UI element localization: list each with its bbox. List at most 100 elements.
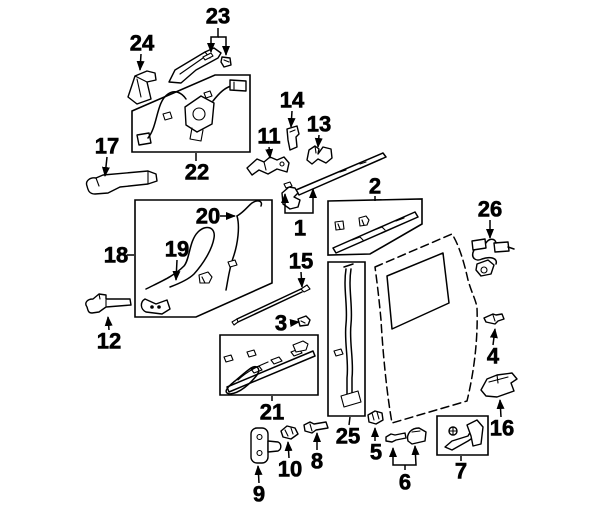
door-panel <box>374 233 478 424</box>
callout-7: 7 <box>455 456 467 484</box>
callout-label-1: 1 <box>294 216 306 241</box>
leader-line <box>496 399 505 418</box>
leader-line <box>101 156 110 177</box>
part-6-wedge <box>406 427 427 445</box>
part-26-harness <box>471 238 515 277</box>
callout-label-9: 9 <box>253 482 265 507</box>
callout-label-12: 12 <box>97 329 121 354</box>
callout-label-3: 3 <box>275 311 287 336</box>
callout-label-5: 5 <box>370 440 382 465</box>
box-18 <box>134 199 273 318</box>
callout-12: 12 <box>96 316 122 354</box>
callout-2: 2 <box>369 173 381 201</box>
callout-18: 18 <box>103 242 134 268</box>
callout-label-7: 7 <box>455 459 467 484</box>
leader-line <box>104 316 113 331</box>
leader-line <box>289 319 300 327</box>
box-22 <box>131 74 251 153</box>
callout-9: 9 <box>253 465 265 507</box>
leader-line <box>281 188 317 214</box>
callout-label-24: 24 <box>130 31 155 56</box>
callout-5: 5 <box>370 427 382 465</box>
part-23-clip <box>220 56 232 68</box>
part-11-roller-hinge <box>246 156 290 176</box>
part-21-rail-assembly <box>223 340 316 395</box>
part-25-channel <box>333 263 362 408</box>
part-9-striker <box>250 427 282 464</box>
leader-line <box>265 146 274 159</box>
callout-1: 1 <box>281 188 317 241</box>
callout-label-8: 8 <box>311 449 323 474</box>
callout-19: 19 <box>164 236 190 281</box>
leader-line <box>314 134 323 148</box>
callout-label-16: 16 <box>490 416 514 441</box>
callout-label-6: 6 <box>399 470 411 495</box>
part-8-bolt <box>303 421 329 434</box>
part-10-clip <box>280 425 299 440</box>
assembly-boxes <box>131 74 489 456</box>
leader-line <box>287 110 296 128</box>
box-25 <box>327 261 366 417</box>
box-2 <box>327 198 423 256</box>
part-6-bolt <box>385 432 407 443</box>
callout-label-21: 21 <box>260 400 284 425</box>
callout-22: 22 <box>184 153 210 185</box>
callout-17: 17 <box>94 133 120 177</box>
leader-line <box>218 36 230 56</box>
callout-label-14: 14 <box>280 88 305 113</box>
part-16-bracket <box>480 372 518 398</box>
callout-16: 16 <box>489 399 515 441</box>
callout-label-23: 23 <box>206 4 230 29</box>
callout-21: 21 <box>259 396 285 425</box>
leader-line <box>207 28 219 53</box>
callout-label-2: 2 <box>369 174 381 199</box>
door-window <box>386 252 450 330</box>
part-upper-rail <box>295 152 387 196</box>
box-7 <box>436 415 489 456</box>
callout-label-18: 18 <box>104 243 128 268</box>
leader-line <box>389 445 420 466</box>
callout-24: 24 <box>129 30 155 71</box>
callout-11: 11 <box>257 123 281 159</box>
part-2-rail-assembly <box>332 211 419 254</box>
part-7-door-checker <box>444 419 484 451</box>
leader-line <box>172 259 181 281</box>
callout-20: 20 <box>195 203 236 229</box>
leader-line <box>489 328 498 346</box>
callout-label-10: 10 <box>278 457 302 482</box>
leader-line <box>136 53 145 71</box>
callout-26: 26 <box>477 196 503 239</box>
part-4-bolt <box>483 313 505 325</box>
callout-label-20: 20 <box>196 204 220 229</box>
callout-label-17: 17 <box>95 134 119 159</box>
part-3-clip <box>297 315 311 327</box>
callout-15: 15 <box>288 248 314 288</box>
parts-layer <box>85 47 518 464</box>
leader-line <box>284 441 293 459</box>
leader-line <box>348 416 351 426</box>
box-21 <box>219 334 319 396</box>
callout-label-25: 25 <box>336 424 360 449</box>
part-5-clip <box>367 410 384 425</box>
callout-14: 14 <box>279 87 305 128</box>
callout-23: 23 <box>205 3 231 56</box>
callout-label-11: 11 <box>257 124 280 149</box>
callout-label-4: 4 <box>487 344 500 369</box>
callout-label-26: 26 <box>478 197 502 222</box>
part-13-latch <box>306 145 333 165</box>
part-18-cable-assembly <box>140 200 263 315</box>
callout-label-22: 22 <box>185 160 209 185</box>
callout-8: 8 <box>311 432 323 474</box>
part-24-bracket <box>127 70 157 105</box>
part-23-bracket <box>168 47 222 84</box>
part-22-actuator-assembly <box>136 79 247 146</box>
callout-4: 4 <box>487 328 500 369</box>
part-14-cover <box>286 125 300 151</box>
callout-13: 13 <box>306 111 332 148</box>
callout-3: 3 <box>275 310 300 336</box>
callout-10: 10 <box>277 441 303 482</box>
callout-6: 6 <box>389 445 420 495</box>
